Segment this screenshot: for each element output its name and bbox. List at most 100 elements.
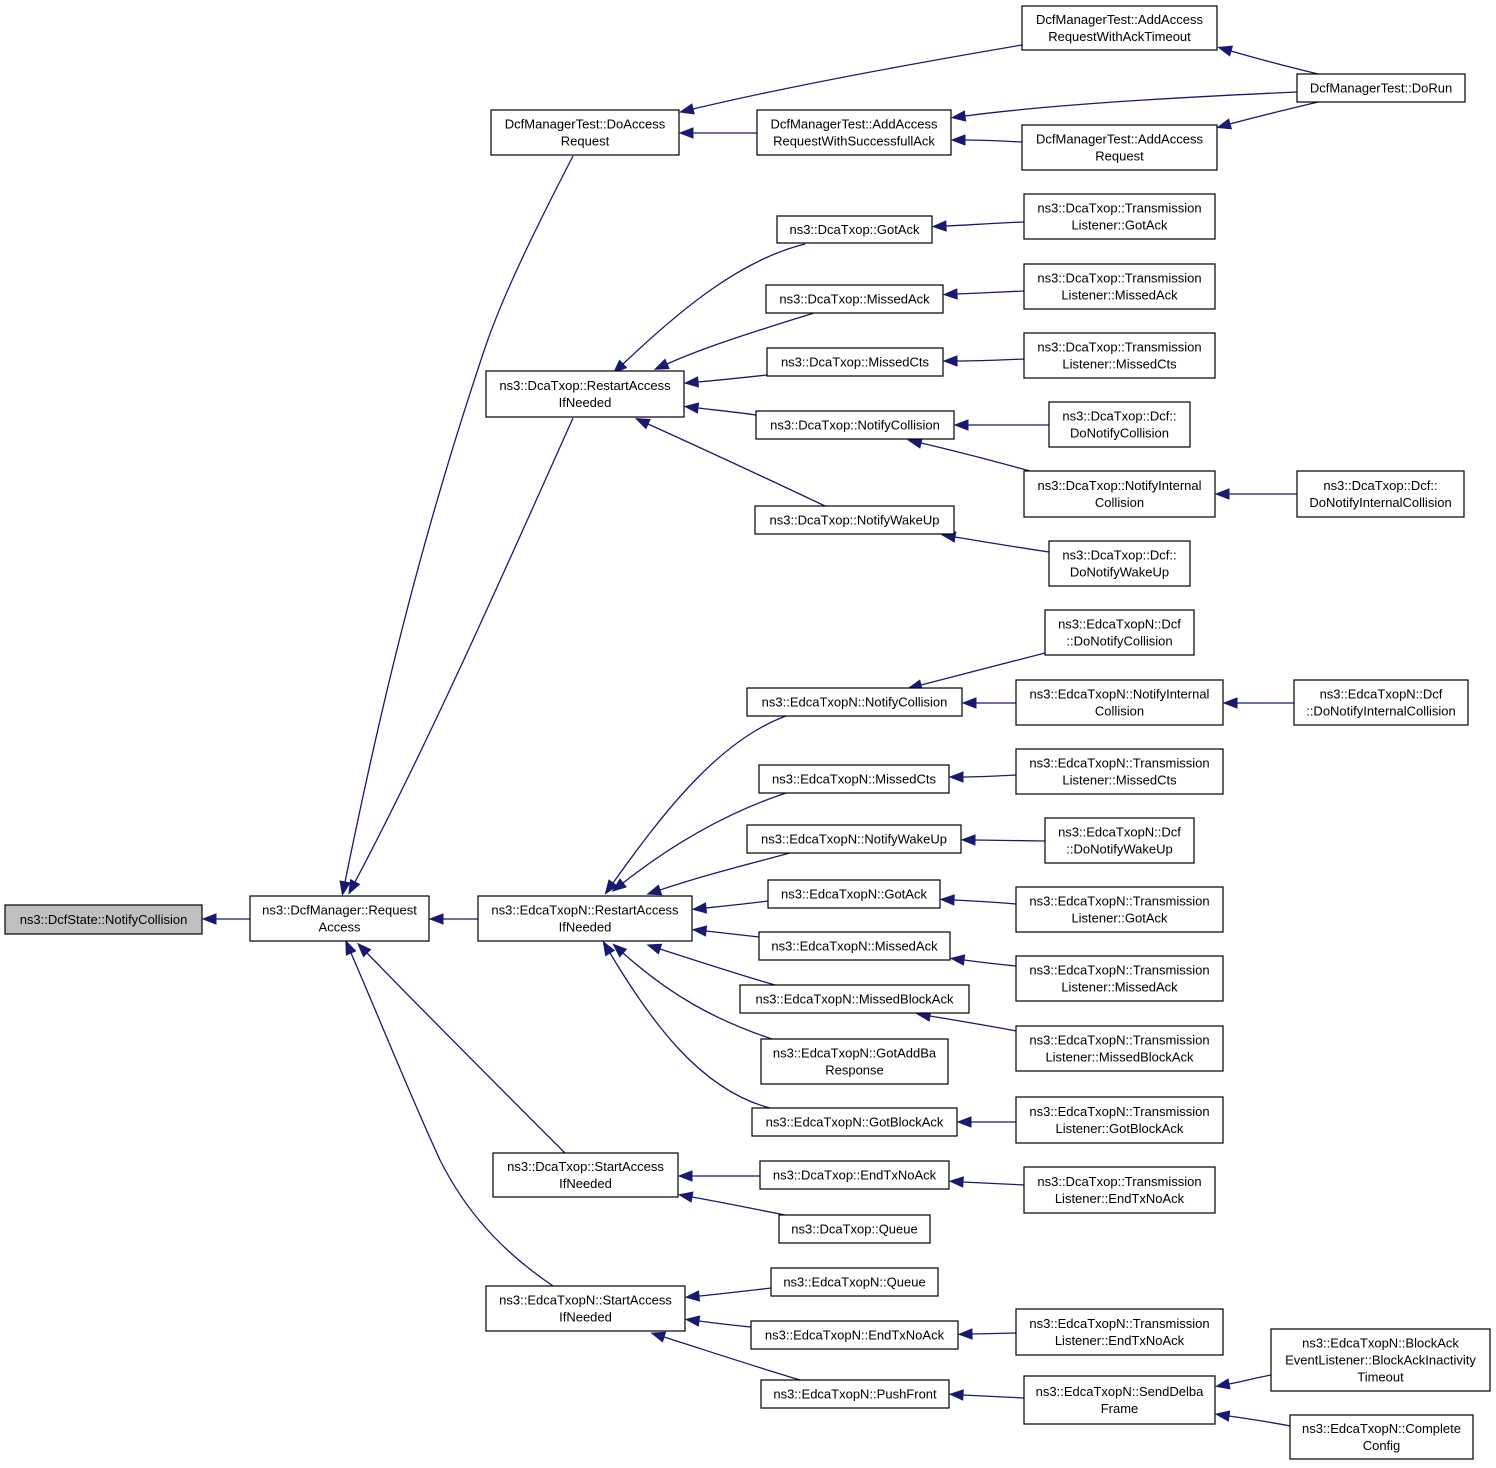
call-edge-dcaMissedCts-to-dcaRestart <box>683 374 768 388</box>
node-label-line: ns3::EdcaTxopN::GotAck <box>781 887 927 902</box>
node-box <box>770 1267 939 1297</box>
node-label-line: Listener::MissedCts <box>1062 357 1177 372</box>
arrowhead <box>931 220 947 232</box>
arrowhead <box>345 939 357 956</box>
graph-node-edcaGotAck[interactable]: ns3::EdcaTxopN::GotAck <box>767 879 941 909</box>
node-label-line: ns3::EdcaTxopN::Transmission <box>1029 1033 1209 1048</box>
graph-node-edcaTlGotAck[interactable]: ns3::EdcaTxopN::TransmissionListener::Go… <box>1015 886 1224 933</box>
graph-node-edcaTlMissedAck[interactable]: ns3::EdcaTxopN::TransmissionListener::Mi… <box>1015 955 1224 1002</box>
graph-node-dcaGotAck[interactable]: ns3::DcaTxop::GotAck <box>776 215 933 244</box>
node-label-line: ns3::DcfManager::Request <box>262 903 417 918</box>
graph-node-dcaDcfDoNotifyInternalCollision[interactable]: ns3::DcaTxop::Dcf::DoNotifyInternalColli… <box>1296 470 1465 518</box>
graph-node-edcaPushFront[interactable]: ns3::EdcaTxopN::PushFront <box>760 1379 950 1409</box>
node-label-line: RequestWithSuccessfullAck <box>773 134 935 149</box>
graph-node-dcaTlMissedCts[interactable]: ns3::DcaTxop::TransmissionListener::Miss… <box>1023 332 1216 379</box>
graph-node-edcaTlEndTxNoAck[interactable]: ns3::EdcaTxopN::TransmissionListener::En… <box>1015 1308 1224 1356</box>
graph-node-dcaTlMissedAck[interactable]: ns3::DcaTxop::TransmissionListener::Miss… <box>1023 263 1216 310</box>
arrowhead <box>678 103 695 115</box>
graph-node-dcaMissedAck[interactable]: ns3::DcaTxop::MissedAck <box>765 284 944 314</box>
graph-node-edcaEndTxNoAck[interactable]: ns3::EdcaTxopN::EndTxNoAck <box>750 1320 959 1350</box>
graph-node-edcaTlGotBlockAck[interactable]: ns3::EdcaTxopN::TransmissionListener::Go… <box>1015 1096 1224 1144</box>
arrowhead <box>949 954 966 966</box>
graph-node-dcaNotifyWakeUp[interactable]: ns3::DcaTxop::NotifyWakeUp <box>754 505 955 535</box>
graph-node-addSuccAck[interactable]: DcfManagerTest::AddAccessRequestWithSucc… <box>756 109 952 156</box>
call-edge-edcaSendDelbaFrame-to-edcaPushFront <box>948 1389 1025 1401</box>
node-label-line: ns3::DcaTxop::RestartAccess <box>499 378 671 393</box>
graph-node-edcaDcfDoNotifyInternalCollision[interactable]: ns3::EdcaTxopN::Dcf::DoNotifyInternalCol… <box>1293 679 1469 726</box>
graph-node-edcaNotifyWakeUp[interactable]: ns3::EdcaTxopN::NotifyWakeUp <box>746 824 962 854</box>
node-box <box>760 1379 950 1409</box>
node-label-line: ns3::EdcaTxopN::Dcf <box>1058 617 1181 632</box>
node-box <box>1044 609 1195 656</box>
graph-node-dcaTlGotAck[interactable]: ns3::DcaTxop::TransmissionListener::GotA… <box>1023 193 1216 240</box>
node-label-line: DcfManagerTest::AddAccess <box>1036 12 1203 27</box>
node-label-line: ::DoNotifyInternalCollision <box>1306 704 1456 719</box>
node-box <box>1021 5 1218 51</box>
node-label-line: ns3::EdcaTxopN::Complete <box>1302 1421 1461 1436</box>
graph-node-dcaEndTxNoAck[interactable]: ns3::DcaTxop::EndTxNoAck <box>759 1160 950 1190</box>
graph-node-dcaDcfDoNotifyWakeUp[interactable]: ns3::DcaTxop::Dcf::DoNotifyWakeUp <box>1048 540 1191 587</box>
node-box <box>1015 886 1224 933</box>
graph-node-edcaTlMissedBlockAck[interactable]: ns3::EdcaTxopN::TransmissionListener::Mi… <box>1015 1025 1224 1072</box>
node-label-line: ::DoNotifyCollision <box>1066 634 1172 649</box>
graph-node-edcaBlockAckInactivity[interactable]: ns3::EdcaTxopN::BlockAckEventListener::B… <box>1270 1328 1491 1392</box>
arrowhead <box>691 925 708 937</box>
graph-node-dcaDcfDoNotifyCollision[interactable]: ns3::DcaTxop::Dcf::DoNotifyCollision <box>1048 401 1191 448</box>
call-edge-dcaQueue-to-dcaStart <box>677 1191 786 1216</box>
node-label-line: EventListener::BlockAckInactivity <box>1285 1353 1476 1368</box>
arrowhead <box>1214 488 1230 500</box>
call-edge-doRun-to-addReq <box>1216 101 1319 130</box>
graph-node-dcaTlEndTxNoAck[interactable]: ns3::DcaTxop::TransmissionListener::EndT… <box>1023 1166 1216 1214</box>
node-label-line: IfNeeded <box>559 1310 612 1325</box>
graph-node-addAckTimeout[interactable]: DcfManagerTest::AddAccessRequestWithAckT… <box>1021 5 1218 51</box>
node-box <box>490 109 680 156</box>
node-box <box>1289 1414 1474 1460</box>
graph-node-edcaNotifyInternalCollision[interactable]: ns3::EdcaTxopN::NotifyInternalCollision <box>1015 679 1224 726</box>
graph-node-dcaMissedCts[interactable]: ns3::DcaTxop::MissedCts <box>766 347 944 377</box>
graph-node-edcaTlMissedCts[interactable]: ns3::EdcaTxopN::TransmissionListener::Mi… <box>1015 748 1224 795</box>
graph-node-doRun[interactable]: DcfManagerTest::DoRun <box>1296 73 1466 103</box>
node-box <box>485 370 685 418</box>
node-label-line: Access <box>319 920 361 935</box>
graph-node-edcaGotBlockAck[interactable]: ns3::EdcaTxopN::GotBlockAck <box>751 1107 958 1137</box>
graph-node-edcaDcfDoNotifyWakeUp[interactable]: ns3::EdcaTxopN::Dcf::DoNotifyWakeUp <box>1044 817 1195 864</box>
call-edge-edcaMissedAck-to-edcaRestart <box>691 925 760 938</box>
node-box <box>1015 679 1224 726</box>
node-label-line: Collision <box>1095 704 1144 719</box>
call-edge-doRun-to-addSuccAck <box>950 91 1298 122</box>
nodes-layer: ns3::DcfState::NotifyCollisionns3::DcfMa… <box>4 5 1491 1460</box>
node-label-line: ns3::DcaTxop::Dcf:: <box>1323 478 1437 493</box>
node-box <box>758 931 951 961</box>
graph-node-dcaNotifyCollision[interactable]: ns3::DcaTxop::NotifyCollision <box>755 410 955 440</box>
graph-node-edcaMissedBlockAck[interactable]: ns3::EdcaTxopN::MissedBlockAck <box>739 984 970 1014</box>
graph-node-edcaQueue[interactable]: ns3::EdcaTxopN::Queue <box>770 1267 939 1297</box>
node-label-line: ns3::EdcaTxopN::Transmission <box>1029 756 1209 771</box>
graph-node-edcaNotifyCollision[interactable]: ns3::EdcaTxopN::NotifyCollision <box>746 687 963 717</box>
call-edge-edcaTlMissedCts-to-edcaMissedCts <box>948 771 1017 783</box>
node-box <box>1296 470 1465 518</box>
graph-node-dcaNotifyInternalCollision[interactable]: ns3::DcaTxop::NotifyInternalCollision <box>1023 470 1216 518</box>
graph-node-edcaDcfDoNotifyCollision[interactable]: ns3::EdcaTxopN::Dcf::DoNotifyCollision <box>1044 609 1195 656</box>
call-edge-dcaNotifyInternalCollision-to-dcaNotifyCollision <box>906 437 1031 472</box>
graph-node-edcaMissedAck[interactable]: ns3::EdcaTxopN::MissedAck <box>758 931 951 961</box>
node-box <box>759 1160 950 1190</box>
arrowhead <box>612 359 628 374</box>
node-box <box>492 1152 679 1198</box>
arrowhead <box>948 771 964 783</box>
node-box <box>1023 263 1216 310</box>
arrowhead <box>611 878 627 892</box>
arrowhead <box>683 376 700 388</box>
graph-node-edcaMissedCts[interactable]: ns3::EdcaTxopN::MissedCts <box>758 764 950 794</box>
graph-node-dcaQueue[interactable]: ns3::DcaTxop::Queue <box>778 1214 931 1244</box>
